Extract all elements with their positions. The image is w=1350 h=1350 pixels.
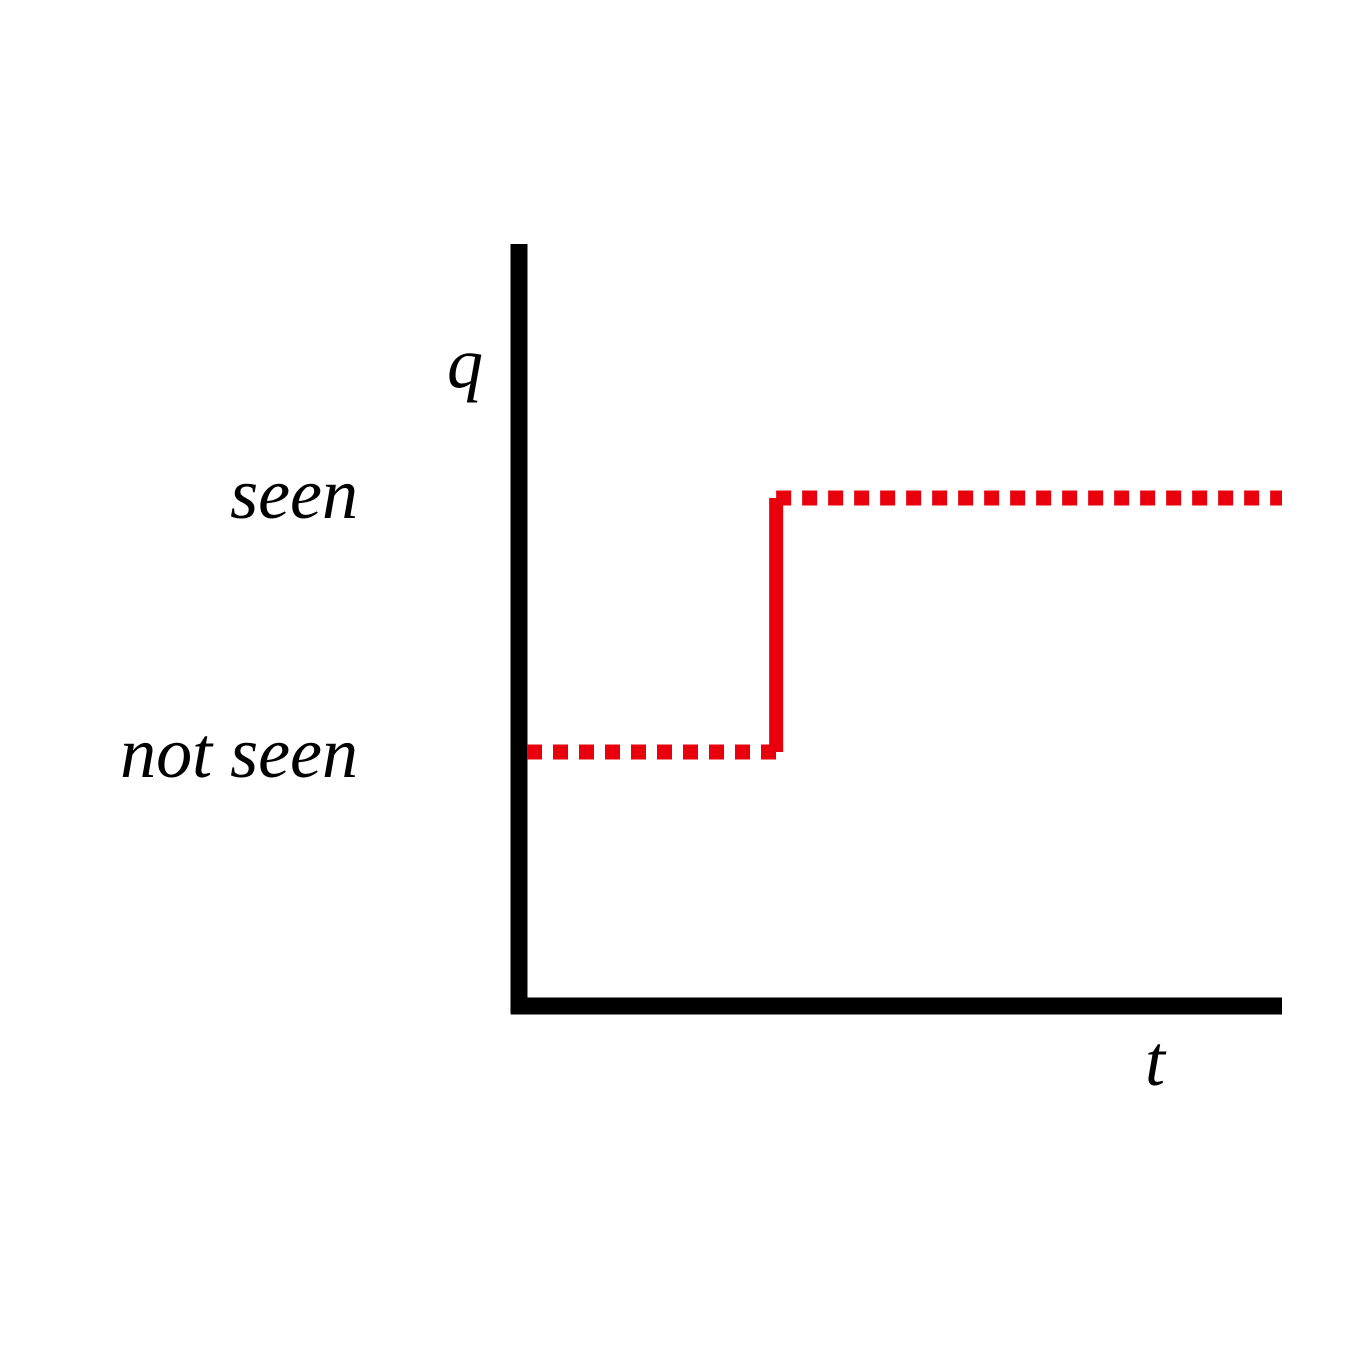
y-tick-label-seen: seen — [230, 454, 358, 534]
step-series — [527, 490, 1282, 760]
axes — [510, 244, 1282, 1015]
y-tick-label-not-seen: not seen — [120, 713, 358, 793]
y-axis-label: q — [447, 323, 483, 403]
x-axis-label: t — [1145, 1021, 1167, 1101]
